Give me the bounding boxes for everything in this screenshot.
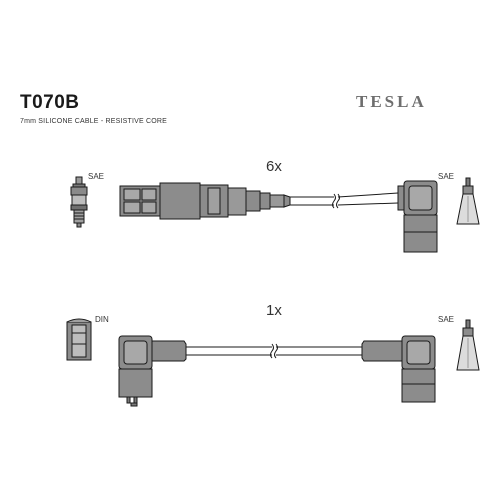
part-number: T070B <box>20 92 80 113</box>
top-right-terminal-label: SAE <box>438 172 455 181</box>
cable-wire-top <box>290 192 399 209</box>
bottom-cable-quantity: 1x <box>266 302 282 319</box>
top-left-terminal-label: SAE <box>88 172 105 181</box>
plug-boot-straight <box>119 182 291 220</box>
cable-wire-bottom <box>186 343 364 359</box>
angled-boot-bottom-right <box>361 335 436 403</box>
brand-logo: TESLA <box>356 92 427 111</box>
cable-specification: 7mm SILICONE CABLE - RESISTIVE CORE <box>20 118 168 125</box>
bottom-right-terminal-label: SAE <box>438 315 455 324</box>
angled-boot-bottom-left <box>118 335 187 407</box>
angled-boot-top-right <box>397 180 438 253</box>
sae-terminal-top <box>456 177 480 225</box>
top-cable-quantity: 6x <box>266 158 282 175</box>
sae-terminal-bottom <box>456 319 480 371</box>
bottom-left-terminal-label: DIN <box>95 315 109 324</box>
din-terminal-bottom <box>66 318 92 361</box>
spark-plug-sae-top <box>70 176 88 228</box>
